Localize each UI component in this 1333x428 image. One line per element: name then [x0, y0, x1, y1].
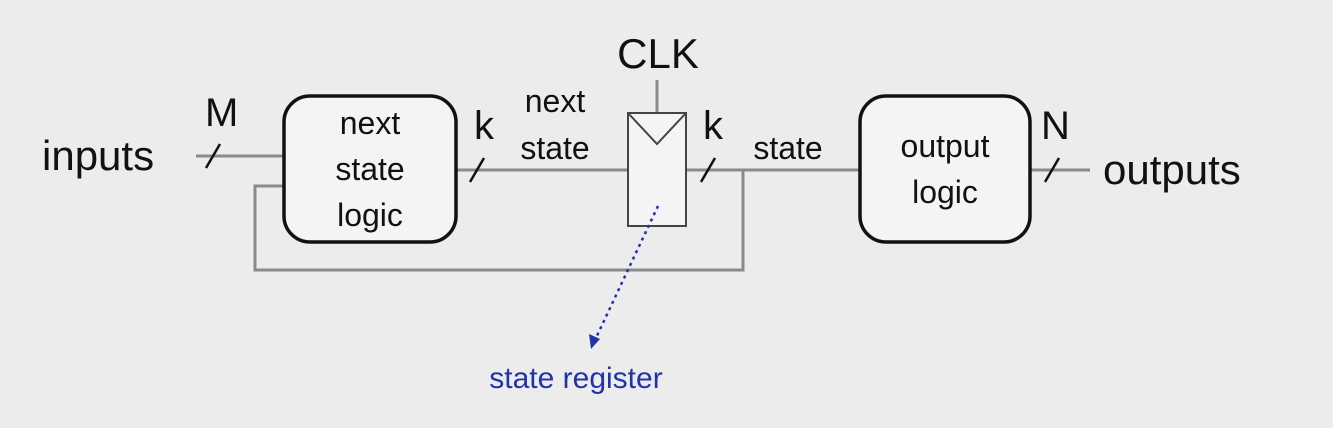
output-logic-block: output logic: [858, 94, 1032, 244]
bus-slash-state: [699, 157, 717, 183]
next-state-logic-line-3: logic: [337, 197, 403, 233]
bus-slash-inputs: [204, 143, 222, 169]
state-wire-label: state: [753, 130, 822, 166]
next-state-logic-line-1: next: [340, 105, 401, 141]
bus-slash-next-state: [468, 157, 486, 183]
bus-width-k-next-state: k: [474, 104, 495, 148]
output-logic-line-1: output: [901, 128, 990, 164]
state-register-label: state register: [489, 362, 662, 395]
annotation-arrowhead: [589, 334, 600, 349]
annotation-dotted-arrow-line: [593, 205, 660, 341]
next-state-wire-label-1: next: [525, 83, 586, 119]
next-state-wire-label-2: state: [520, 130, 589, 166]
feedback-wire: [253, 170, 745, 272]
next-state-logic-line-2: state: [335, 151, 404, 187]
outputs-label: outputs: [1103, 146, 1241, 193]
clock-edge-triangle: [627, 112, 687, 146]
bus-width-m: M: [205, 91, 238, 135]
state-register: [627, 112, 687, 227]
bus-width-k-state: k: [703, 104, 724, 148]
bus-slash-outputs: [1043, 157, 1061, 183]
state-register-annotation: state register: [489, 205, 663, 395]
clk-label: CLK: [617, 30, 699, 77]
bus-width-n: N: [1041, 104, 1070, 148]
next-state-logic-block: next state logic: [282, 94, 458, 244]
output-logic-line-2: logic: [912, 174, 978, 210]
inputs-label: inputs: [42, 132, 154, 179]
